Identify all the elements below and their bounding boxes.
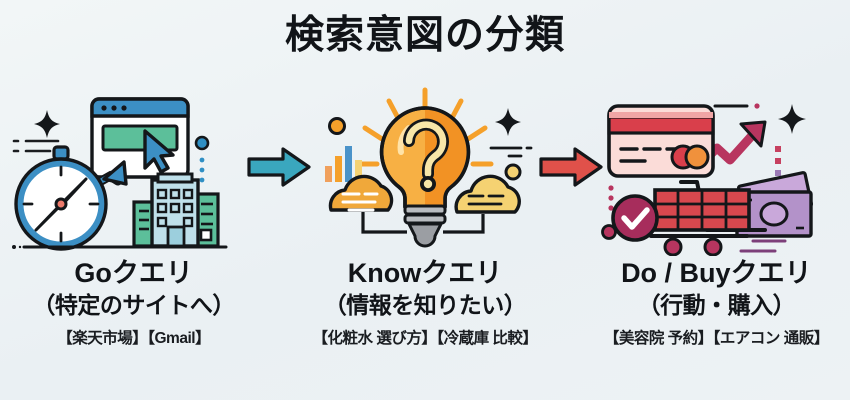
decor-circle-left bbox=[328, 117, 347, 135]
question-mark-icon bbox=[403, 118, 450, 192]
check-circle-icon bbox=[611, 194, 659, 242]
cursor-arrow-icon bbox=[143, 129, 175, 174]
go-query-subtitle: （特定のサイトへ） bbox=[32, 291, 235, 318]
know-query-illustration bbox=[297, 84, 552, 256]
sparkle-icon bbox=[495, 108, 522, 136]
shopping-cart-icon bbox=[648, 180, 767, 256]
decor-dots-right bbox=[774, 146, 781, 176]
go-query-title: Goクエリ bbox=[74, 258, 193, 288]
decor-dashes-bottom bbox=[739, 239, 787, 253]
credit-card-icon bbox=[607, 104, 715, 178]
sparkle-icon bbox=[34, 110, 61, 138]
arrow-know-to-do bbox=[539, 147, 603, 187]
decor-dots-bottom bbox=[12, 245, 22, 249]
know-query-title: Knowクエリ bbox=[347, 258, 503, 288]
do-buy-query-title: Do / Buyクエリ bbox=[621, 258, 812, 288]
know-query-examples: 【化粧水 選び方】【冷蔵庫 比較】 bbox=[312, 329, 538, 347]
decor-dashes-right bbox=[490, 146, 533, 158]
arrow-go-to-know bbox=[247, 147, 311, 187]
page-title: 検索意図の分類 bbox=[284, 14, 565, 57]
column-do-buy-query: Do / Buyクエリ （行動・購入） 【美容院 予約】【エアコン 通販】 bbox=[583, 84, 850, 384]
query-type-columns: Goクエリ （特定のサイトへ） 【楽天市場】【Gmail】 bbox=[0, 84, 850, 384]
go-query-examples: 【楽天市場】【Gmail】 bbox=[57, 329, 211, 347]
cloud-data-right-icon bbox=[443, 174, 522, 234]
compass-icon bbox=[14, 145, 108, 251]
know-query-subtitle: （情報を知りたい） bbox=[323, 291, 527, 318]
arrow-slot-1 bbox=[247, 84, 311, 384]
column-go-query: Goクエリ （特定のサイトへ） 【楽天市場】【Gmail】 bbox=[0, 84, 267, 384]
bar-chart-icon bbox=[325, 146, 363, 182]
decor-dashes bbox=[12, 139, 60, 153]
decor-dots-right bbox=[194, 135, 210, 183]
decor-dash-top bbox=[713, 103, 760, 109]
office-buildings-icon bbox=[132, 172, 220, 248]
do-buy-query-examples: 【美容院 予約】【エアコン 通販】 bbox=[603, 329, 829, 347]
do-buy-query-labels: Do / Buyクエリ （行動・購入） 【美容院 予約】【エアコン 通販】 bbox=[583, 258, 850, 349]
decor-dots-left bbox=[600, 185, 617, 240]
sparkle-icon bbox=[777, 104, 806, 134]
do-buy-query-illustration bbox=[589, 84, 844, 256]
light-rays bbox=[356, 87, 494, 167]
column-know-query: Knowクエリ （情報を知りたい） 【化粧水 選び方】【冷蔵庫 比較】 bbox=[291, 84, 558, 384]
do-buy-query-subtitle: （行動・購入） bbox=[637, 291, 796, 318]
go-query-illustration bbox=[6, 84, 261, 256]
decor-circle-right bbox=[504, 163, 522, 181]
arrow-slot-2 bbox=[539, 84, 603, 384]
browser-window-icon bbox=[90, 97, 190, 179]
go-query-labels: Goクエリ （特定のサイトへ） 【楽天市場】【Gmail】 bbox=[0, 258, 267, 349]
know-query-labels: Knowクエリ （情報を知りたい） 【化粧水 選び方】【冷蔵庫 比較】 bbox=[291, 258, 558, 349]
cloud-data-left-icon bbox=[329, 174, 408, 234]
